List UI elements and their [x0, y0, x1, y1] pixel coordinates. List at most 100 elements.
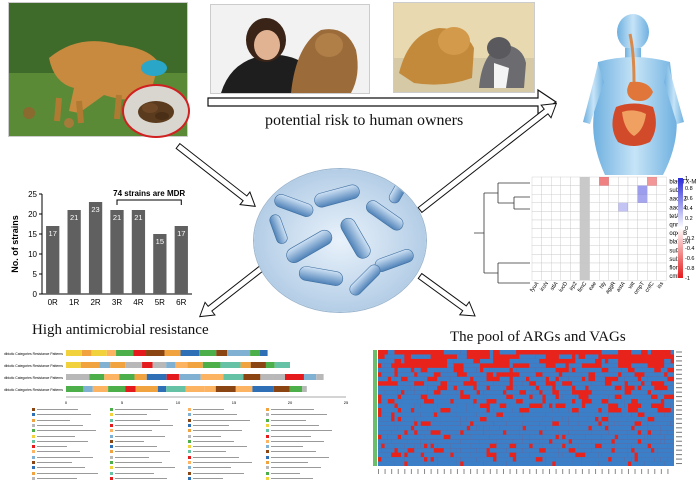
heatmap-block	[417, 399, 425, 404]
heatmap-block	[407, 461, 425, 466]
heatmap-block	[401, 399, 418, 404]
legend-swatch	[110, 466, 113, 470]
heatmap-cell	[550, 202, 561, 212]
legend-swatch	[266, 429, 269, 433]
legend-line	[115, 462, 162, 463]
legend-line	[271, 467, 321, 469]
heatmap-block	[644, 412, 651, 417]
heatmap-block	[476, 367, 480, 373]
heatmap-block	[664, 403, 671, 408]
heatmap-block	[641, 376, 648, 382]
col-tick	[562, 469, 564, 474]
heatmap-block	[664, 412, 668, 417]
heatmap-block	[627, 416, 642, 422]
heatmap-block	[650, 443, 668, 449]
heatmap-cell	[608, 245, 619, 255]
heatmap-block	[433, 443, 438, 449]
col-tick	[555, 469, 557, 474]
heatmap-block	[443, 350, 461, 355]
legend-line	[115, 477, 167, 479]
heatmap-block	[575, 354, 579, 359]
col-label: iroN	[539, 281, 550, 293]
heatmap-cell	[531, 185, 542, 195]
legend-line	[271, 409, 314, 410]
heatmap-block	[447, 367, 454, 373]
legend-swatch	[32, 418, 35, 422]
heatmap-block	[470, 425, 477, 431]
heatmap-block	[572, 363, 582, 368]
pattern-segment	[250, 350, 261, 356]
x-tick-label: 0R	[48, 298, 58, 307]
heatmap-block	[611, 461, 628, 466]
legend-line	[37, 419, 70, 421]
heatmap-block	[420, 443, 425, 449]
heatmap-block	[575, 399, 582, 404]
heatmap-block	[404, 443, 415, 449]
pattern-row-label: 6 antibiotic Categories Resistance Patte…	[4, 376, 63, 380]
pattern-segment	[226, 386, 236, 392]
heatmap-block	[512, 408, 520, 413]
heatmap-block	[555, 385, 573, 391]
legend-line	[193, 467, 231, 469]
legend-swatch	[110, 408, 113, 411]
heatmap-block	[591, 399, 602, 404]
legend-line	[193, 446, 247, 448]
legend-swatch	[110, 450, 113, 454]
col-tick	[417, 469, 419, 474]
col-tick	[483, 469, 485, 474]
heatmap-block	[378, 461, 395, 466]
heatmap-block	[621, 408, 628, 413]
legend-line	[115, 440, 144, 442]
heatmap-block	[637, 457, 655, 462]
legend-swatch	[110, 461, 113, 464]
heatmap-block	[572, 457, 582, 462]
pattern-segment	[265, 362, 275, 368]
y-tick-label: 20	[28, 210, 37, 219]
heatmap-block	[670, 350, 674, 355]
arrow-dog-to-bacteria	[175, 142, 256, 207]
heatmap-block	[588, 367, 602, 373]
col-label: aggR	[605, 281, 617, 295]
col-tick	[581, 469, 583, 474]
heatmap-block	[394, 461, 405, 466]
pattern-segment	[164, 350, 181, 356]
pattern-segment	[125, 362, 143, 368]
heatmap-block	[647, 425, 661, 431]
legend-swatch	[32, 434, 35, 438]
pattern-segment	[274, 362, 290, 368]
heatmap-block	[650, 390, 661, 395]
heatmap-block	[401, 457, 405, 462]
heatmap-cell	[627, 202, 638, 212]
heatmap-block	[450, 408, 467, 413]
pattern-segment	[243, 374, 261, 380]
heatmap-block	[378, 452, 392, 458]
col-tick	[614, 469, 616, 474]
heatmap-block	[604, 403, 609, 408]
legend-line	[115, 467, 175, 469]
heatmap-block	[417, 430, 431, 435]
heatmap-block	[526, 425, 546, 431]
heatmap-block	[575, 367, 589, 373]
heatmap-block	[506, 390, 520, 395]
heatmap-block	[670, 421, 674, 426]
col-tick	[489, 469, 491, 474]
heatmap-block	[562, 452, 576, 458]
legend-swatch	[32, 413, 35, 417]
col-tick	[667, 469, 669, 474]
legend-swatch	[32, 423, 35, 427]
colorbar-tick: 0.4	[685, 206, 693, 212]
heatmap-block	[456, 461, 461, 466]
heatmap-block	[381, 408, 398, 413]
legend-line	[193, 472, 244, 474]
heatmap-block	[601, 358, 605, 364]
pattern-segment	[81, 350, 92, 356]
heatmap-block	[483, 461, 487, 466]
row-tick	[676, 436, 682, 438]
heatmap-block	[483, 390, 503, 395]
legend-line	[193, 424, 229, 426]
dendrogram	[474, 182, 530, 284]
heatmap-cell	[531, 245, 542, 255]
pattern-row-label: 7 antibiotic Categories Resistance Patte…	[4, 388, 63, 392]
heatmap-cell	[589, 194, 600, 204]
